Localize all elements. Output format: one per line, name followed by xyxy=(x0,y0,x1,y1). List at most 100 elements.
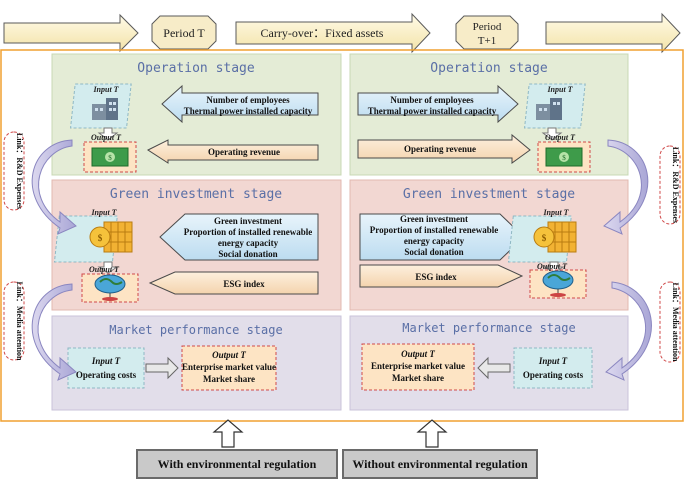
right-link1-label: Link：R&D Expenses xyxy=(671,147,680,223)
coin-solar-icon: $ xyxy=(89,221,133,253)
top-arrow-3 xyxy=(545,12,681,54)
left-op-output-item-1: Operating revenue xyxy=(208,147,280,157)
with-reg-up-arrow xyxy=(212,419,244,448)
carry-over-label: Carry-over：Fixed assets xyxy=(261,26,384,40)
building-icon xyxy=(92,98,118,120)
left-green-input-label: Input T xyxy=(90,208,117,217)
left-op-down-arrow xyxy=(97,127,119,141)
top-arrow-1 xyxy=(3,13,139,53)
left-link2-arrow xyxy=(31,283,77,381)
right-market-output-item-1: Enterprise market value xyxy=(371,361,465,371)
right-link2-arrow xyxy=(605,281,652,381)
period-t1-label-line1: Period xyxy=(473,21,502,33)
right-op-output-label: Output T xyxy=(545,133,576,142)
right-market-arrow xyxy=(477,356,511,380)
left-green-down-arrow xyxy=(97,261,119,274)
left-green-input-item-2: Proportion of installed renewable xyxy=(184,227,312,237)
left-market-output-item-2: Market share xyxy=(203,374,255,384)
right-green-input-item-2: Proportion of installed renewable xyxy=(370,225,498,235)
right-market-input-item-1: Operating costs xyxy=(523,370,584,380)
svg-text:$: $ xyxy=(98,233,103,243)
top-band: Period T Carry-over：Fixed assets Period … xyxy=(3,12,681,54)
right-op-down-arrow xyxy=(541,127,563,141)
coin-solar-icon: $ xyxy=(533,221,577,253)
period-t-label: Period T xyxy=(163,26,205,40)
right-operation-title: Operation stage xyxy=(430,61,548,76)
left-market-output-label: Output T xyxy=(212,350,246,360)
right-market-input-label: Input T xyxy=(538,356,568,366)
right-link2-label: Link：Media attention xyxy=(671,283,680,362)
left-op-input-item-1: Number of employees xyxy=(206,95,290,105)
right-green-input-item-1: Green investment xyxy=(400,214,468,224)
without-regulation-box: Without environmental regulation xyxy=(342,449,538,479)
left-panel: Operation stage Green investment stage M… xyxy=(3,53,342,411)
left-green-output-label: Output T xyxy=(89,265,120,274)
right-link1-badge xyxy=(659,145,681,225)
right-green-input-label: Input T xyxy=(542,208,569,217)
left-link1-badge xyxy=(3,131,25,211)
svg-text:$: $ xyxy=(108,154,112,162)
left-market-output-item-1: Enterprise market value xyxy=(182,362,276,372)
right-op-input-label: Input T xyxy=(546,85,573,94)
money-icon: $ xyxy=(545,147,583,167)
left-op-input-item-2: Thermal power installed capacity xyxy=(184,106,313,116)
left-green-output-item-1: ESG index xyxy=(223,279,265,289)
left-green-input-arrow xyxy=(159,213,319,261)
right-green-output-label: Output T xyxy=(537,262,568,271)
right-green-input-item-3: energy capacity xyxy=(404,236,465,246)
left-link2-label: Link：Media attention xyxy=(15,282,24,361)
globe-icon xyxy=(542,270,574,297)
left-market-input-label: Input T xyxy=(91,356,121,366)
right-green-output-arrow xyxy=(359,264,524,288)
right-market-output-item-2: Market share xyxy=(392,373,444,383)
left-op-output-arrow xyxy=(146,139,319,164)
right-op-input-item-2: Thermal power installed capacity xyxy=(368,106,497,116)
left-op-input-label: Input T xyxy=(92,85,119,94)
left-green-output-arrow xyxy=(148,271,319,295)
left-market-output-box xyxy=(181,345,277,391)
left-green-input-item-3: energy capacity xyxy=(218,238,279,248)
top-arrow-2 xyxy=(235,12,431,54)
left-green-title: Green investment stage xyxy=(110,187,282,202)
left-operation-title: Operation stage xyxy=(137,61,255,76)
right-green-output-item-1: ESG index xyxy=(415,272,457,282)
left-market-input-item-1: Operating costs xyxy=(76,370,137,380)
money-icon: $ xyxy=(91,147,129,167)
with-regulation-label: With environmental regulation xyxy=(157,456,317,471)
right-market-input-box xyxy=(513,347,593,389)
left-op-output-label: Output T xyxy=(91,133,122,142)
right-panel: Operation stage Green investment stage M… xyxy=(349,53,681,411)
left-market-title: Market performance stage xyxy=(109,323,282,337)
left-link1-arrow xyxy=(31,139,77,235)
outer-frame xyxy=(0,49,684,422)
left-market-arrow xyxy=(145,356,179,380)
left-market-input-box xyxy=(67,347,145,389)
right-link2-badge xyxy=(659,281,681,363)
left-link1-label: Link：R&D Expenses xyxy=(15,133,24,209)
left-green-input-item-4: Social donation xyxy=(218,249,277,259)
svg-text:$: $ xyxy=(562,154,566,162)
building-icon xyxy=(536,98,562,120)
right-op-input-item-1: Number of employees xyxy=(390,95,474,105)
left-link2-badge xyxy=(3,281,25,361)
right-link1-arrow xyxy=(603,139,649,235)
right-market-output-box xyxy=(361,343,475,391)
right-op-input-arrow xyxy=(357,84,519,124)
svg-text:$: $ xyxy=(542,233,547,243)
right-market-title: Market performance stage xyxy=(402,321,575,335)
with-regulation-box: With environmental regulation xyxy=(136,449,338,479)
right-market-output-label: Output T xyxy=(401,349,435,359)
globe-icon xyxy=(94,274,126,301)
right-green-input-item-4: Social donation xyxy=(404,247,463,257)
right-green-title: Green investment stage xyxy=(403,187,575,202)
period-t-badge xyxy=(151,15,217,50)
without-reg-up-arrow xyxy=(416,419,448,448)
period-t1-badge xyxy=(455,15,519,50)
left-green-input-item-1: Green investment xyxy=(214,216,282,226)
period-t1-label-line2: T+1 xyxy=(478,35,496,47)
right-op-output-arrow xyxy=(357,133,531,164)
left-op-input-arrow xyxy=(161,84,319,124)
right-op-output-item-1: Operating revenue xyxy=(404,144,476,154)
without-regulation-label: Without environmental regulation xyxy=(352,456,528,471)
